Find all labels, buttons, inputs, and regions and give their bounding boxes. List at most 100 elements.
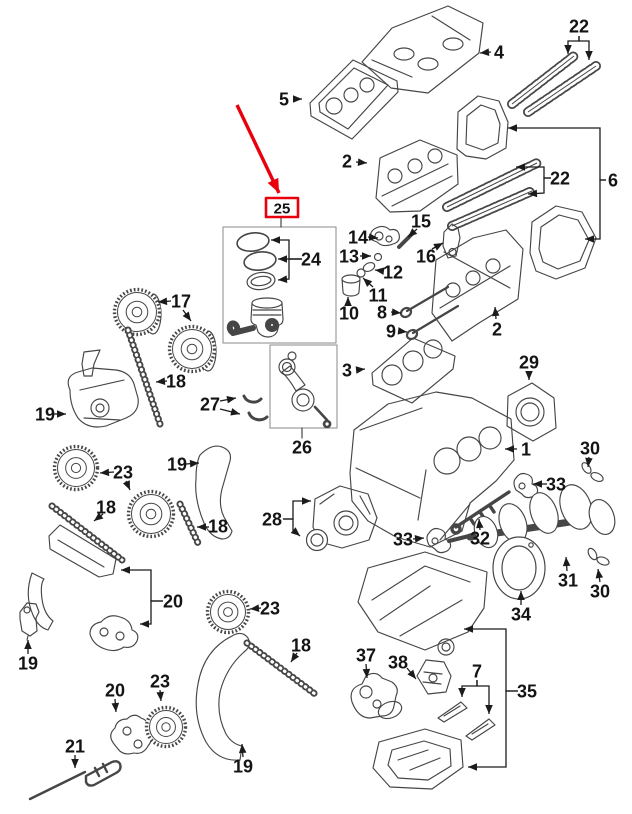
callout-19-2[interactable]: 19	[167, 454, 187, 474]
valve-lifter-10	[341, 274, 361, 297]
leader-23c	[249, 604, 262, 612]
callout-22-right[interactable]: 22	[550, 168, 570, 188]
leader-35-2	[468, 690, 518, 771]
highlight-box[interactable]	[264, 196, 300, 219]
leader-32	[476, 518, 484, 531]
callout-15[interactable]: 15	[411, 211, 431, 231]
callout-6[interactable]: 6	[608, 170, 618, 190]
leader-22a-2	[578, 36, 593, 60]
crankshaft-nose	[447, 533, 475, 543]
crank-sprocket-23a	[52, 444, 100, 492]
callout-30-1[interactable]: 30	[580, 438, 600, 458]
chain-guard-19d	[195, 632, 250, 761]
cam-follower-holes	[374, 231, 393, 243]
callout-30-2[interactable]: 30	[590, 581, 610, 601]
thrust-washers-30b	[587, 547, 610, 566]
oil-pump-37	[350, 672, 398, 719]
callout-19-3[interactable]: 19	[18, 653, 38, 673]
callout-2-right[interactable]: 2	[492, 319, 502, 339]
lower-oil-pan-detail	[387, 740, 452, 781]
leader-19c	[24, 640, 32, 654]
cam-follower	[370, 225, 400, 247]
callout-38[interactable]: 38	[388, 652, 408, 672]
callout-32[interactable]: 32	[470, 528, 490, 548]
callout-20-1[interactable]: 20	[163, 591, 183, 611]
leader-12	[374, 267, 385, 275]
leader-17-1	[157, 297, 172, 306]
callout-1[interactable]: 1	[521, 439, 531, 459]
callout-8[interactable]: 8	[377, 302, 387, 322]
callout-34[interactable]: 34	[511, 604, 531, 624]
sensor-19c	[19, 602, 40, 641]
callout-14[interactable]: 14	[348, 227, 368, 247]
engine-block	[349, 391, 515, 548]
callout-25-highlighted[interactable]: 25	[274, 200, 291, 217]
leader-30a	[585, 456, 593, 468]
callout-23-3[interactable]: 23	[260, 598, 280, 618]
leader-3	[355, 366, 366, 374]
highl-red-arrow	[235, 104, 281, 194]
callout-18-3[interactable]: 18	[208, 516, 228, 536]
callout-3[interactable]: 3	[342, 360, 352, 380]
callout-27[interactable]: 27	[200, 394, 220, 414]
callout-12[interactable]: 12	[383, 262, 403, 282]
chain-guard-19b	[195, 445, 233, 540]
leader-33a	[533, 480, 547, 488]
part-box-piston-kit	[222, 226, 337, 344]
callout-26[interactable]: 26	[292, 437, 312, 457]
tensioner-rail	[48, 524, 117, 578]
callout-22-top[interactable]: 22	[569, 16, 589, 36]
camshaft-exhaust-left	[447, 186, 537, 231]
leader-18d	[290, 652, 300, 663]
callout-33-2[interactable]: 33	[393, 529, 413, 549]
callout-10[interactable]: 10	[339, 303, 359, 323]
callout-28[interactable]: 28	[262, 509, 282, 529]
connecting-rod-small-end	[278, 358, 296, 376]
callout-5[interactable]: 5	[279, 89, 289, 109]
callout-18-1[interactable]: 18	[166, 371, 186, 391]
callout-21[interactable]: 21	[65, 736, 85, 756]
callout-23-2[interactable]: 23	[150, 671, 170, 691]
valve-cover	[361, 5, 484, 94]
leader-27-1	[219, 395, 237, 404]
balance-sprocket-23d	[205, 589, 251, 635]
callout-23-1[interactable]: 23	[113, 462, 133, 482]
callout-37[interactable]: 37	[356, 645, 376, 665]
upper-oil-pan	[357, 551, 488, 651]
chain-cover-bracket-19a	[67, 349, 139, 428]
leader-14	[367, 233, 379, 241]
callout-2-left[interactable]: 2	[342, 151, 352, 171]
leader-16	[431, 242, 444, 251]
leader-19b	[185, 459, 200, 468]
callout-29[interactable]: 29	[519, 352, 539, 372]
leader-2b	[491, 306, 500, 320]
crankshaft-web-4	[559, 484, 593, 530]
callout-24[interactable]: 24	[301, 249, 321, 269]
callout-19-1[interactable]: 19	[35, 404, 55, 424]
callout-9[interactable]: 9	[386, 321, 396, 341]
leader-33b	[412, 535, 425, 543]
callout-11[interactable]: 11	[368, 285, 387, 305]
leader-19d	[238, 743, 247, 758]
exhaust-valve-9	[405, 304, 460, 341]
callout-19-4[interactable]: 19	[233, 756, 253, 776]
retainer-clip-33b	[426, 527, 452, 554]
chain-tensioner-20b	[110, 714, 152, 755]
oil-pump-shaft-21	[28, 760, 122, 801]
leader-10	[344, 297, 352, 306]
leader-22a-1	[564, 36, 580, 54]
callout-16[interactable]: 16	[416, 246, 436, 266]
callout-17[interactable]: 17	[171, 291, 191, 311]
callout-7[interactable]: 7	[472, 661, 482, 681]
callout-18-2[interactable]: 18	[96, 497, 116, 517]
leader-13	[360, 252, 371, 260]
callout-35[interactable]: 35	[517, 681, 537, 701]
callout-33-1[interactable]: 33	[546, 474, 566, 494]
callout-13[interactable]: 13	[339, 246, 359, 266]
callout-31[interactable]: 31	[558, 570, 578, 590]
callout-20-2[interactable]: 20	[105, 680, 125, 700]
callout-4[interactable]: 4	[494, 42, 504, 62]
callout-18-4[interactable]: 18	[291, 635, 311, 655]
